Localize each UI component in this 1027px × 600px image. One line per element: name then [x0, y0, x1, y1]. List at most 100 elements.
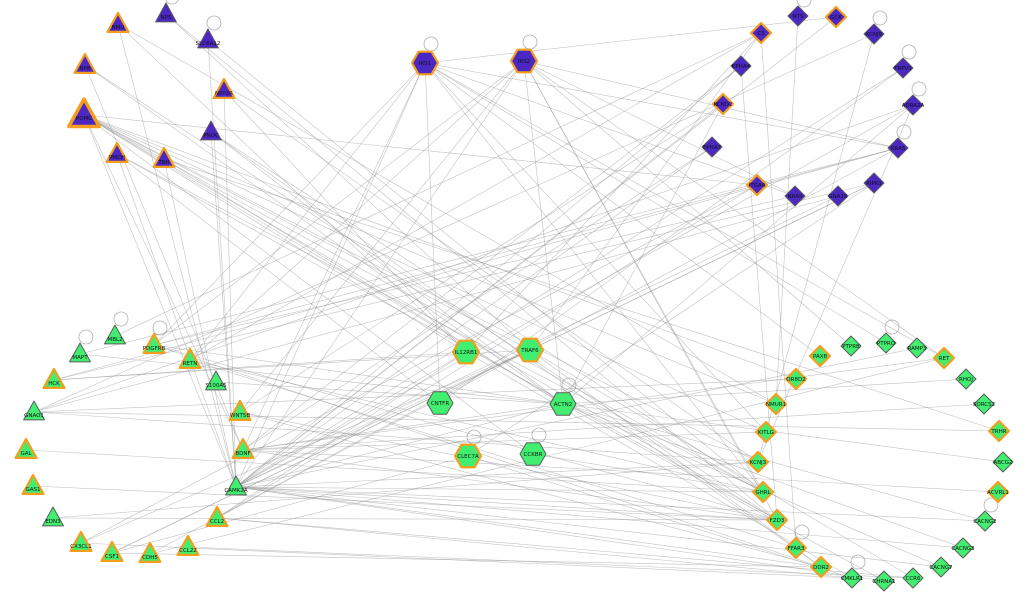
graph-node-IRS1[interactable]: IRS1: [410, 50, 440, 76]
graph-edge: [529, 349, 822, 568]
node-shape[interactable]: [509, 48, 539, 74]
node-shape[interactable]: [410, 50, 440, 76]
node-shape[interactable]: [749, 21, 773, 45]
node-shape[interactable]: [863, 172, 885, 194]
graph-edge: [424, 62, 796, 197]
graph-node-IRS2[interactable]: IRS2: [509, 48, 539, 74]
node-shape[interactable]: [142, 332, 166, 354]
node-shape[interactable]: [100, 540, 124, 563]
node-shape[interactable]: [515, 337, 545, 363]
node-shape[interactable]: [974, 510, 996, 532]
self-loop-edge: [206, 15, 222, 31]
node-shape[interactable]: [205, 370, 227, 391]
node-shape[interactable]: [930, 556, 952, 578]
node-shape[interactable]: [73, 52, 97, 75]
graph-edge: [467, 455, 853, 579]
graph-edge: [239, 60, 525, 413]
graph-edge: [153, 344, 778, 521]
node-shape[interactable]: [754, 420, 778, 444]
node-shape[interactable]: [176, 534, 200, 557]
graph-node-CLEC7A[interactable]: CLEC7A: [453, 443, 483, 469]
node-shape[interactable]: [225, 475, 247, 496]
node-shape[interactable]: [178, 347, 202, 369]
graph-edge: [235, 349, 531, 488]
graph-node-IL12RB1[interactable]: IL12RB1: [451, 339, 481, 365]
node-shape[interactable]: [863, 23, 885, 45]
node-shape[interactable]: [231, 437, 255, 459]
node-shape[interactable]: [784, 536, 808, 560]
node-shape[interactable]: [840, 335, 862, 357]
node-shape[interactable]: [519, 442, 547, 466]
node-shape[interactable]: [451, 339, 481, 365]
node-shape[interactable]: [873, 570, 895, 592]
node-shape[interactable]: [787, 5, 809, 27]
node-shape[interactable]: [197, 28, 219, 49]
node-shape[interactable]: [746, 450, 770, 474]
node-shape[interactable]: [745, 173, 769, 197]
node-shape[interactable]: [808, 344, 832, 368]
node-shape[interactable]: [69, 342, 91, 363]
node-shape[interactable]: [200, 120, 222, 141]
node-shape[interactable]: [701, 136, 723, 158]
node-shape[interactable]: [711, 92, 735, 116]
node-shape[interactable]: [987, 419, 1011, 443]
node-shape[interactable]: [809, 555, 833, 579]
node-shape[interactable]: [106, 11, 130, 33]
node-shape[interactable]: [955, 368, 977, 390]
node-shape[interactable]: [827, 185, 849, 207]
node-shape[interactable]: [765, 508, 789, 532]
node-shape[interactable]: [992, 451, 1014, 473]
node-shape[interactable]: [228, 399, 252, 421]
graph-edge: [189, 359, 797, 549]
node-shape[interactable]: [784, 185, 806, 207]
graph-edge: [149, 357, 945, 555]
graph-edge: [210, 131, 237, 488]
node-shape[interactable]: [42, 367, 66, 389]
node-shape[interactable]: [764, 392, 788, 416]
node-shape[interactable]: [887, 137, 909, 159]
node-shape[interactable]: [730, 55, 752, 77]
graph-edge: [52, 461, 759, 519]
node-shape[interactable]: [155, 2, 177, 23]
node-shape[interactable]: [751, 480, 775, 504]
node-shape[interactable]: [892, 57, 914, 79]
node-shape[interactable]: [14, 437, 38, 459]
node-shape[interactable]: [841, 567, 863, 589]
graph-node-TRAF6[interactable]: TRAF6: [515, 337, 545, 363]
graph-edge: [153, 195, 796, 346]
node-shape[interactable]: [42, 506, 64, 527]
node-shape[interactable]: [902, 567, 924, 589]
graph-edge: [33, 411, 759, 463]
node-shape[interactable]: [902, 94, 924, 116]
node-shape[interactable]: [138, 541, 162, 564]
node-shape[interactable]: [104, 324, 126, 345]
graph-edge: [33, 33, 875, 413]
node-shape[interactable]: [426, 391, 454, 415]
node-shape[interactable]: [906, 337, 928, 359]
node-shape[interactable]: [952, 537, 974, 559]
graph-edge: [165, 13, 531, 351]
self-loop-edge: [911, 81, 927, 97]
node-shape[interactable]: [549, 392, 577, 416]
node-shape[interactable]: [152, 146, 176, 168]
node-shape[interactable]: [205, 505, 229, 528]
self-loop-edge: [872, 10, 888, 26]
node-shape[interactable]: [67, 97, 101, 129]
graph-edge: [187, 546, 914, 579]
graph-edge: [83, 114, 777, 405]
node-shape[interactable]: [105, 141, 129, 163]
node-shape[interactable]: [212, 77, 236, 100]
node-shape[interactable]: [21, 473, 45, 495]
node-shape[interactable]: [453, 443, 483, 469]
node-shape[interactable]: [932, 346, 956, 370]
graph-edge: [424, 16, 837, 64]
node-shape[interactable]: [824, 5, 848, 29]
node-shape[interactable]: [69, 530, 93, 553]
node-shape[interactable]: [784, 367, 808, 391]
node-shape[interactable]: [23, 400, 45, 421]
node-shape[interactable]: [986, 480, 1010, 504]
node-shape[interactable]: [875, 332, 897, 354]
node-shape[interactable]: [973, 393, 995, 415]
graph-edge: [424, 62, 764, 493]
